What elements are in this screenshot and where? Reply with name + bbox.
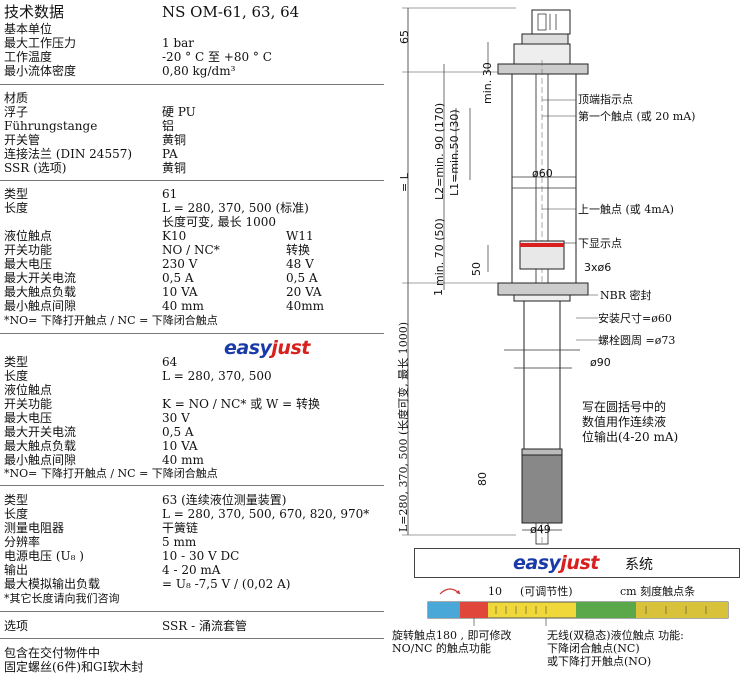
dim-phi49: ø49 xyxy=(530,523,551,536)
bistable-note: 或下降打开触点(NO) xyxy=(547,655,652,668)
dim-l1: L1=min.50 (30) xyxy=(448,109,461,196)
dim-length-range: L=280, 370, 500 (长度可变, 最长 1000) xyxy=(397,321,410,532)
remark-line: 数值用作连续液 xyxy=(582,415,667,429)
dim-eqL: = L xyxy=(398,173,411,192)
divider xyxy=(0,333,384,334)
callout-mount: 安装尺寸=ø60 xyxy=(598,312,672,325)
divider xyxy=(0,84,384,85)
system-box: easyjust 系统 xyxy=(414,548,740,578)
cm-scale-label: cm 刻度触点条 xyxy=(620,585,696,598)
system-label: 系统 xyxy=(625,557,653,573)
technical-drawing xyxy=(402,7,598,545)
rotate-note: 旋转触点180 , 即可修改 xyxy=(392,629,512,642)
page-title: 技术数据 xyxy=(4,3,65,21)
remark-line: 位输出(4-20 mA) xyxy=(582,430,679,444)
adjust-label: (可调节性) xyxy=(520,585,573,598)
adjust-number: 10 xyxy=(488,585,502,598)
bistable-note: 下降闭合触点(NC) xyxy=(547,642,640,655)
dim-65: 65 xyxy=(398,30,411,44)
rotate-note: NO/NC 的触点功能 xyxy=(392,642,491,655)
footnote: *NO= 下降打开触点 / NC = 下降闭合触点 xyxy=(4,467,218,480)
callout-lower-marker: 下显示点 xyxy=(578,237,622,250)
callout-top-marker: 顶端指示点 xyxy=(578,93,633,106)
footnote: *NO= 下降打开触点 / NC = 下降闭合触点 xyxy=(4,314,218,327)
callout-upper-contact: 上一触点 (或 4mA) xyxy=(578,203,674,216)
dim-1: 1 xyxy=(432,289,445,296)
delivery-line: 固定螺丝(6件)和GI软木封 xyxy=(4,660,144,674)
delivery-line: 包含在交付物件中 xyxy=(4,646,101,660)
remark-line: 写在圆括号中的 xyxy=(582,400,667,414)
callout-nbr: NBR 密封 xyxy=(600,289,652,302)
easyjust-logo: easyjust xyxy=(224,337,310,359)
dim-min70: min. 70 (50) xyxy=(433,218,446,286)
contact-strip-diagram xyxy=(427,588,729,626)
dim-hole: 3xø6 xyxy=(584,261,612,274)
divider xyxy=(0,638,384,639)
divider xyxy=(0,611,384,612)
callout-bolt: 螺栓圆周 =ø73 xyxy=(598,334,676,347)
easyjust-logo: easyjust xyxy=(513,552,599,574)
model-name: NS OM-61, 63, 64 xyxy=(162,3,300,21)
divider xyxy=(0,180,384,181)
callout-first-contact: 第一个触点 (或 20 mA) xyxy=(578,110,696,123)
dim-phi60: ø60 xyxy=(532,167,553,180)
footnote: *其它长度请向我们咨询 xyxy=(4,592,120,605)
dim-l2: L2=min. 90 (170) xyxy=(433,102,446,200)
dim-min30: min. 30 xyxy=(481,62,494,104)
dim-50: 50 xyxy=(470,262,483,276)
dim-phi90: ø90 xyxy=(590,356,611,369)
dim-80: 80 xyxy=(476,472,489,486)
bistable-note: 无线(双稳态)液位触点 功能: xyxy=(547,629,684,642)
divider xyxy=(0,485,384,486)
